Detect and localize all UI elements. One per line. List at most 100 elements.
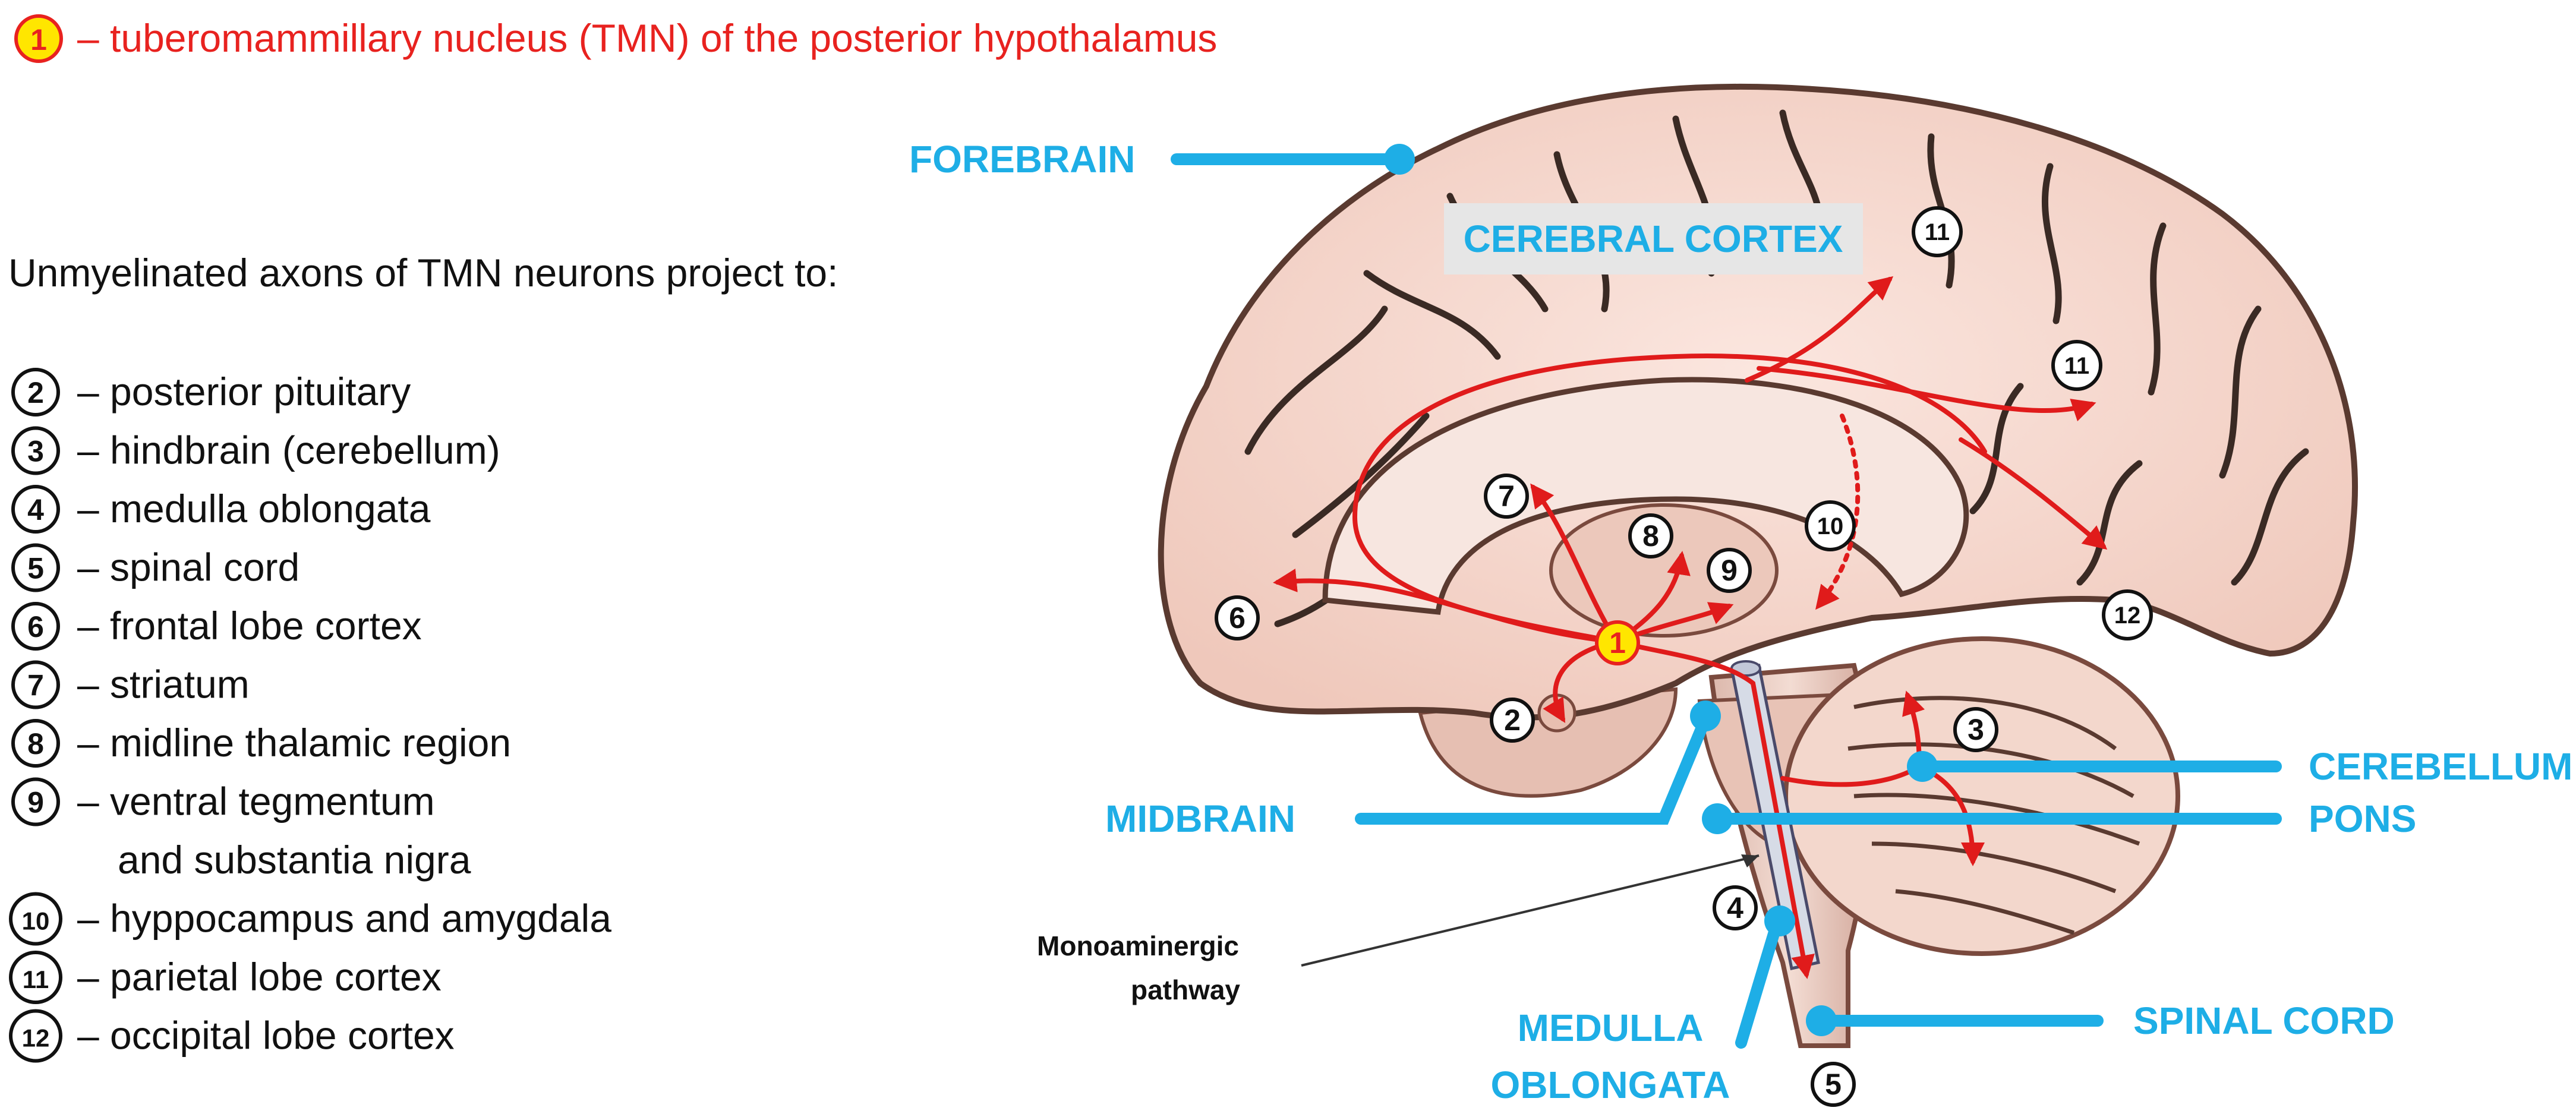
legend-text: – spinal cord [77, 545, 299, 589]
label-medulla-line2: OBLONGATA [1491, 1064, 1730, 1106]
marker-hippocampus-badge [1805, 500, 1856, 551]
marker-frontal-badge [1215, 595, 1260, 640]
forebrain-dot [1384, 144, 1415, 175]
legend-text: and substantia nigra [118, 838, 471, 882]
medulla-leader [1735, 918, 1783, 1049]
legend-item: 9– ventral tegmentum [11, 777, 435, 826]
legend-number: 2 [27, 376, 44, 409]
tmn-title-badge [14, 14, 63, 63]
projection-pathways [1273, 276, 2108, 979]
legend-text: – posterior pituitary [77, 370, 411, 414]
medulla-dot [1764, 905, 1795, 936]
legend-number: 6 [27, 610, 44, 643]
legend-number-badge [9, 951, 62, 1004]
label-forebrain: FOREBRAIN [909, 138, 1135, 181]
label-medulla-line1: MEDULLA [1518, 1006, 1704, 1049]
legend-item: and substantia nigra [118, 838, 471, 882]
tmn-title-number: 1 [30, 23, 47, 56]
legend-number-badge [11, 719, 60, 768]
marker-tegmentum-badge [1707, 548, 1752, 593]
legend-list: 2 – posterior pituitary 3 – hindbrain (cere… [9, 368, 611, 1063]
legend-item: 5 – spinal cord [11, 543, 299, 592]
legend-item: 10 – hyppocampus and amygdala [9, 892, 611, 946]
cerebellum-dot [1907, 751, 1938, 782]
pathway-striatum [1530, 483, 1619, 644]
marker-thalamic-badge [1628, 513, 1673, 558]
pathway-occipital [1959, 437, 2108, 550]
label-cerebellum: CEREBELLUM [2309, 745, 2572, 788]
marker-tegmentum: 9 [1721, 554, 1738, 587]
marker-medulla-badge [1713, 885, 1758, 930]
marker-parietal-b-badge [2051, 340, 2102, 391]
marker-cerebellum-badge [1953, 707, 1998, 752]
legend-item: 2 – posterior pituitary [11, 368, 411, 416]
marker-tmn: 1 [1609, 626, 1626, 660]
title-row: 1 – tuberomammillary nucleus (TMN) of th… [14, 14, 1217, 63]
pathway-frontal [1273, 569, 1619, 644]
legend-text: – hindbrain (cerebellum) [77, 428, 500, 472]
marker-medulla: 4 [1727, 891, 1743, 924]
pathway-pointer-head [1741, 854, 1759, 867]
marker-parietal-a-badge [1912, 206, 1963, 257]
legend-number: 4 [27, 493, 44, 526]
legend-item: 4 – medulla oblongata [11, 485, 431, 534]
legend-item: 8 – midline thalamic region [11, 719, 511, 768]
legend-item: 12 – occipital lobe cortex [9, 1009, 455, 1063]
corpus-callosum [1322, 377, 1969, 615]
label-cerebral-cortex: CEREBRAL CORTEX [1464, 217, 1843, 260]
pathway-parietal-b [1757, 366, 2096, 422]
legend-number-badge [11, 543, 60, 592]
legend-number-badge [11, 485, 60, 534]
legend-number-badge [11, 602, 60, 651]
cerebellum-folia [1847, 696, 2140, 935]
cortex-label-bg [1444, 203, 1863, 274]
legend-text: – occipital lobe cortex [77, 1014, 455, 1058]
legend-number: 3 [27, 435, 44, 468]
marker-parietal-a: 11 [1925, 219, 1950, 245]
pathway-label-line1: Monoaminergic [1037, 930, 1239, 961]
marker-posterior-pituitary: 2 [1504, 703, 1521, 737]
legend-number: 9 [27, 786, 44, 819]
label-midbrain: MIDBRAIN [1105, 797, 1295, 840]
legend-number-badge [11, 777, 60, 826]
pathway-hippocampus [1815, 414, 1861, 610]
legend-number: 7 [27, 669, 44, 702]
legend-item: 3 – hindbrain (cerebellum) [11, 426, 500, 475]
legend-number-badge [11, 660, 60, 709]
legend-number: 12 [22, 1024, 50, 1052]
marker-occipital: 12 [2114, 602, 2141, 629]
marker-striatum-badge [1484, 474, 1529, 519]
legend-item: 6– frontal lobe cortex [11, 602, 422, 651]
legend-item: 11 – parietal lobe cortex [9, 951, 442, 1004]
marker-striatum: 7 [1498, 479, 1515, 513]
legend-number: 5 [27, 552, 44, 585]
midbrain-dot [1690, 701, 1721, 731]
marker-hippocampus: 10 [1817, 513, 1844, 539]
label-pons: PONS [2309, 797, 2416, 840]
legend-number: 11 [23, 965, 49, 993]
legend-text: – midline thalamic region [77, 721, 511, 765]
marker-frontal: 6 [1229, 601, 1246, 635]
intro-text: Unmyelinated axons of TMN neurons projec… [8, 251, 838, 295]
legend-text: – medulla oblongata [77, 487, 431, 531]
legend-number-badge [11, 368, 60, 416]
marker-occipital-badge [2102, 589, 2153, 640]
legend-item: 7 – striatum [11, 660, 250, 709]
marker-cerebellum: 3 [1968, 713, 1984, 746]
legend-number: 8 [27, 727, 44, 761]
legend-number-badge [11, 426, 60, 475]
pathway-parietal-a [1745, 276, 1894, 383]
legend-number-badge [9, 1009, 62, 1063]
legend-text: – hyppocampus and amygdala [77, 897, 611, 941]
marker-posterior-pituitary-badge [1490, 698, 1535, 743]
pathway-annotation: Monoaminergic pathway [1037, 854, 1760, 1005]
legend-number: 10 [22, 907, 50, 935]
legend-text: – striatum [77, 662, 250, 706]
midbrain-leader [1355, 713, 1711, 825]
marker-spinal-cord: 5 [1825, 1068, 1842, 1101]
spinal-cord-dot [1806, 1005, 1837, 1036]
legend-text: – parietal lobe cortex [77, 955, 442, 999]
label-spinal-cord: SPINAL CORD [2133, 999, 2395, 1042]
